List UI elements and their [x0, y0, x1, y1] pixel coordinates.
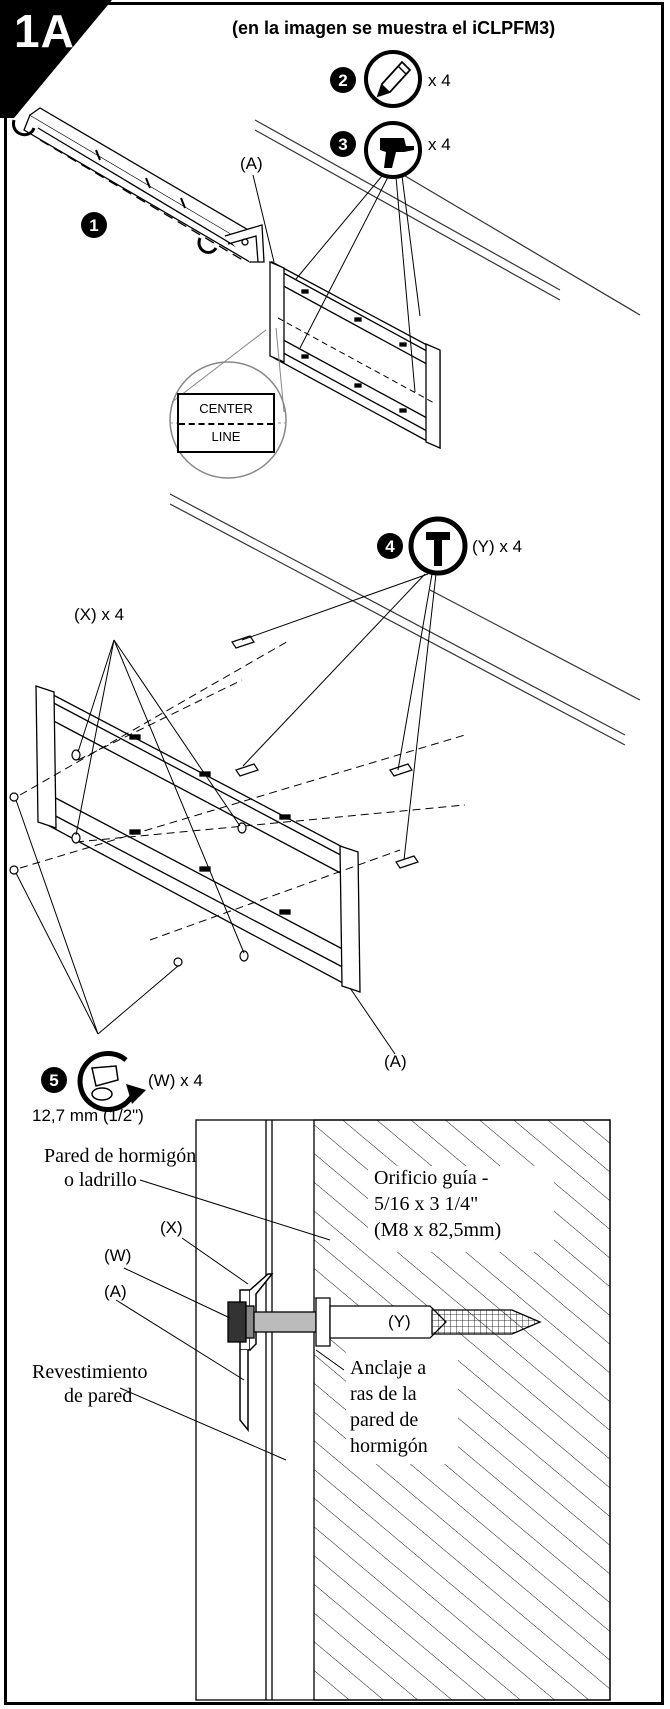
hammer-icon: [408, 516, 468, 576]
washers: [71, 749, 249, 962]
wall-material-line2: o ladrillo: [64, 1169, 137, 1191]
pilot-hole-line1: Orificio guía -: [374, 1167, 489, 1189]
leader-a-middle: [349, 987, 396, 1055]
pilot-hole-line3: (M8 x 82,5mm): [374, 1219, 502, 1241]
callout-3: 3: [338, 135, 347, 154]
hammer-quantity: (Y) x 4: [472, 537, 522, 556]
center-line-top-label: CENTER: [199, 401, 253, 416]
center-line-box: CENTER LINE: [177, 393, 275, 453]
magnifier-connector-b: [275, 327, 285, 413]
magnifier-connector-a: [171, 329, 267, 403]
lag-bolts: [9, 635, 419, 967]
wrench-quantity: (W) x 4: [148, 1071, 203, 1090]
label-a-top: (A): [240, 154, 263, 173]
section-leaders: [115, 1179, 345, 1461]
level-tool: [12, 107, 265, 263]
callout-5-disc: [41, 1067, 67, 1093]
wall-plate-top: [269, 260, 441, 450]
wall-lines-middle: [169, 493, 641, 746]
anchor-line4: hormigón: [350, 1435, 428, 1457]
callout-4-disc: [377, 533, 403, 559]
callout-2: 2: [338, 71, 347, 90]
pencil-quantity: x 4: [428, 71, 451, 90]
header-note: (en la imagen se muestra el iCLPFM3): [232, 18, 556, 38]
anchor-line3: pared de: [350, 1409, 419, 1431]
wrench-rotate-icon: [77, 1051, 146, 1112]
center-line-dash: [179, 423, 273, 425]
wall-material-line1: Pared de hormigón: [44, 1145, 197, 1167]
pencil-icon: [364, 50, 422, 108]
section-label-a: (A): [104, 1282, 127, 1301]
page-frame: [4, 2, 664, 1705]
step-label: 1A: [14, 5, 75, 57]
anchor-line1: Anclaje a: [350, 1357, 427, 1379]
wall-section: [195, 1119, 611, 1701]
callout-1-disc: [81, 212, 107, 238]
pilot-hole-line2: 5/16 x 3 1/4": [374, 1193, 479, 1215]
leaders-w: [15, 799, 179, 1035]
section-label-x: (X): [160, 1218, 183, 1237]
drill-quantity: x 4: [428, 135, 451, 154]
screw-axes: [19, 639, 466, 941]
lag-bolt-section: [227, 1297, 542, 1347]
drill-lines: [295, 175, 421, 393]
section-label-y: (Y): [388, 1312, 411, 1331]
label-a-middle: (A): [384, 1052, 407, 1071]
drill-icon: [364, 121, 422, 179]
step-tab-shape: [0, 0, 112, 118]
callout-3-disc: [330, 131, 356, 157]
leaders-x: [75, 639, 245, 954]
center-line-bottom-label: LINE: [211, 429, 241, 444]
wall-covering-line1: Revestimiento: [32, 1361, 148, 1383]
washer-quantity: (X) x 4: [74, 605, 125, 624]
leaders-y: [241, 573, 437, 861]
callout-1: 1: [89, 216, 98, 235]
socket-size: 12,7 mm (1/2"): [32, 1106, 144, 1125]
callout-5: 5: [49, 1071, 58, 1090]
callout-4: 4: [385, 537, 395, 556]
leader-a-top: [252, 174, 275, 263]
wall-covering-line2: de pared: [64, 1385, 133, 1407]
wall-plate-middle: [35, 685, 361, 993]
callout-2-disc: [330, 67, 356, 93]
section-label-w: (W): [104, 1246, 132, 1265]
anchor-line2: ras de la: [350, 1383, 417, 1405]
